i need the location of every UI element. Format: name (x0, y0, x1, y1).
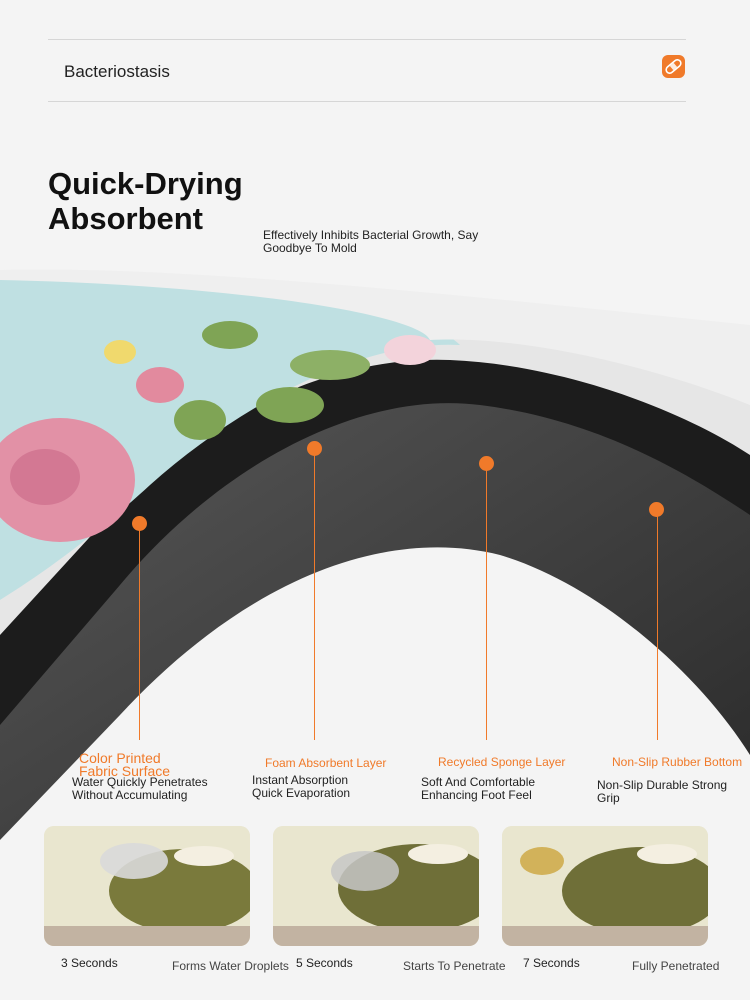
stage-description: Forms Water Droplets (172, 959, 289, 973)
marker-dot (132, 516, 147, 531)
marker-dot (479, 456, 494, 471)
stage-time: 5 Seconds (296, 956, 353, 970)
leader-line (657, 509, 658, 740)
bottom-divider (48, 101, 686, 102)
stage-description: Starts To Penetrate (403, 959, 506, 973)
layer-title: Non-Slip Rubber Bottom (612, 755, 743, 769)
layer-description: Soft And Comfortable Enhancing Foot Feel (421, 775, 536, 802)
stage-time: 7 Seconds (523, 956, 580, 970)
stage-thumbnail-7s (502, 826, 708, 946)
layer-description: Instant Absorption Quick Evaporation (252, 773, 351, 800)
page-subtitle: Effectively Inhibits Bacterial Growth, S… (263, 228, 479, 255)
layer-title: Foam Absorbent Layer (265, 756, 387, 770)
bandage-icon (662, 55, 685, 78)
stage-time: 3 Seconds (61, 956, 118, 970)
top-divider (48, 39, 686, 40)
layer-description: Non-Slip Durable Strong Grip (597, 778, 728, 805)
mat-cross-section-image (0, 269, 750, 840)
stage-description: Fully Penetrated (632, 959, 720, 973)
layer-title: Recycled Sponge Layer (438, 755, 566, 769)
leader-line (486, 463, 487, 740)
marker-dot (307, 441, 322, 456)
marker-dot (649, 502, 664, 517)
stage-thumbnail-5s (273, 826, 479, 946)
leader-line (314, 448, 315, 740)
page-title: Quick-Drying Absorbent (48, 166, 243, 236)
leader-line (139, 523, 140, 740)
feature-label: Bacteriostasis (64, 62, 170, 81)
stage-thumbnail-3s (44, 826, 250, 946)
layer-description: Water Quickly Penetrates Without Accumul… (72, 775, 208, 802)
layer-title: Color Printed Fabric Surface (79, 750, 171, 779)
